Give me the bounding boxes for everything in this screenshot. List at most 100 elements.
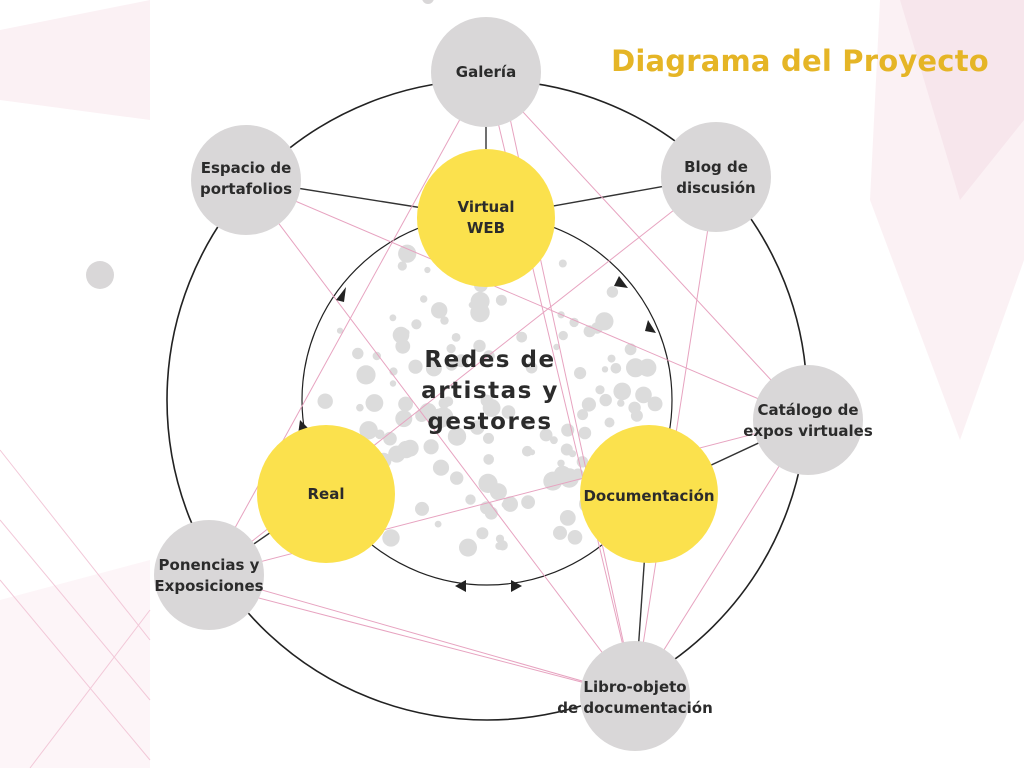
cloud-dot	[397, 261, 407, 271]
node-catalogo-expos[interactable]	[753, 365, 863, 475]
cloud-dot	[501, 405, 516, 419]
node-ponencias-exposiciones[interactable]	[154, 520, 264, 630]
cloud-dot	[483, 454, 495, 465]
cloud-dot	[434, 520, 442, 528]
cloud-dot	[440, 316, 449, 325]
label-line: Espacio de	[200, 159, 292, 177]
label-ponencias-exposiciones: Ponencias y Exposiciones	[139, 555, 279, 597]
center-line: Redes de	[424, 347, 556, 373]
cloud-dot	[395, 338, 411, 354]
center-label: Redes de artistas y gestores	[390, 345, 590, 438]
cloud-dot	[359, 421, 378, 440]
label-line: portafolios	[199, 180, 293, 198]
connection-line	[245, 179, 636, 697]
connection-line	[208, 71, 487, 576]
label-espacio-portafolios: Espacio de portafolios	[181, 158, 311, 200]
cloud-dot	[543, 471, 563, 491]
cloud-dot	[553, 343, 560, 351]
cloud-dot	[550, 436, 558, 445]
arrow-head	[336, 287, 346, 302]
cloud-dot	[465, 494, 476, 505]
label-line: Virtual	[457, 198, 515, 216]
cloud-dot	[336, 327, 344, 334]
cloud-dot	[617, 399, 625, 407]
cloud-dot	[352, 347, 364, 360]
decorative-dot	[86, 261, 114, 289]
cloud-dot	[578, 426, 592, 440]
cloud-dot	[559, 510, 576, 526]
cloud-dot	[581, 397, 597, 412]
cloud-dot	[473, 339, 486, 353]
cloud-dot	[431, 302, 448, 319]
label-line: Real	[307, 485, 345, 503]
cloud-dot	[451, 333, 461, 342]
cloud-dot	[408, 359, 423, 374]
cloud-dot	[595, 312, 614, 331]
label-line: WEB	[466, 219, 506, 237]
cloud-dot	[454, 354, 468, 368]
cloud-dot	[557, 459, 565, 467]
cloud-dot	[356, 365, 376, 385]
cloud-dot	[647, 396, 663, 412]
cloud-dot	[317, 393, 333, 409]
label-line: discusión	[676, 179, 756, 197]
cloud-dot	[607, 354, 616, 363]
arrow-head	[645, 320, 656, 333]
node-espacio-portafolios[interactable]	[191, 125, 301, 235]
cloud-dot	[389, 380, 397, 387]
cloud-dot	[501, 501, 508, 508]
cloud-dot	[367, 395, 381, 410]
cloud-dot	[420, 295, 428, 303]
connection-line	[208, 584, 636, 697]
label-line: de documentación	[557, 699, 713, 717]
label-line: Galería	[455, 63, 517, 81]
connection-line	[485, 71, 809, 421]
cloud-dot	[539, 428, 553, 442]
cloud-dot	[476, 527, 489, 540]
connection-line	[245, 179, 809, 421]
cloud-dot	[502, 496, 518, 512]
cloud-dot	[626, 358, 645, 378]
label-line: Exposiciones	[154, 577, 264, 595]
cloud-dot	[432, 459, 450, 476]
cloud-dot	[446, 344, 456, 354]
cloud-dot	[522, 445, 533, 457]
node-galeria[interactable]	[431, 17, 541, 127]
cloud-dot	[433, 407, 454, 427]
node-real[interactable]	[257, 425, 395, 563]
cloud-dot	[483, 432, 494, 444]
cloud-dot	[356, 403, 364, 412]
label-line: Catálogo de	[757, 401, 859, 419]
arrow-head	[511, 580, 522, 592]
cloud-dot	[459, 538, 477, 557]
center-line: gestores	[427, 409, 553, 435]
cloud-dot	[447, 427, 467, 446]
cloud-dot	[574, 367, 587, 380]
cloud-dot	[577, 409, 589, 421]
cloud-dot	[389, 314, 397, 322]
label-line: Documentación	[583, 487, 715, 505]
cloud-dot	[480, 394, 493, 407]
cloud-dot	[415, 501, 429, 516]
cloud-dot	[493, 486, 506, 499]
cloud-dot	[601, 366, 609, 373]
node-virtual-web[interactable]	[417, 149, 555, 287]
cloud-dot	[525, 361, 538, 374]
arrow-head	[455, 580, 466, 592]
cloud-dot	[610, 363, 622, 374]
node-documentacion[interactable]	[580, 425, 718, 563]
cloud-dot	[445, 359, 458, 371]
label-blog-discusion: Blog de discusión	[651, 157, 781, 199]
node-libro-objeto[interactable]	[580, 641, 690, 751]
label-catalogo-expos: Catálogo de expos virtuales	[728, 400, 888, 442]
label-line: expos virtuales	[743, 422, 873, 440]
cloud-dot	[450, 471, 464, 485]
cloud-dot	[630, 409, 643, 422]
cloud-dot	[398, 244, 417, 263]
cloud-dot	[468, 301, 476, 309]
cloud-dot	[606, 286, 619, 298]
cloud-dot	[495, 294, 507, 306]
node-blog-discusion[interactable]	[661, 122, 771, 232]
cloud-dot	[595, 385, 605, 395]
